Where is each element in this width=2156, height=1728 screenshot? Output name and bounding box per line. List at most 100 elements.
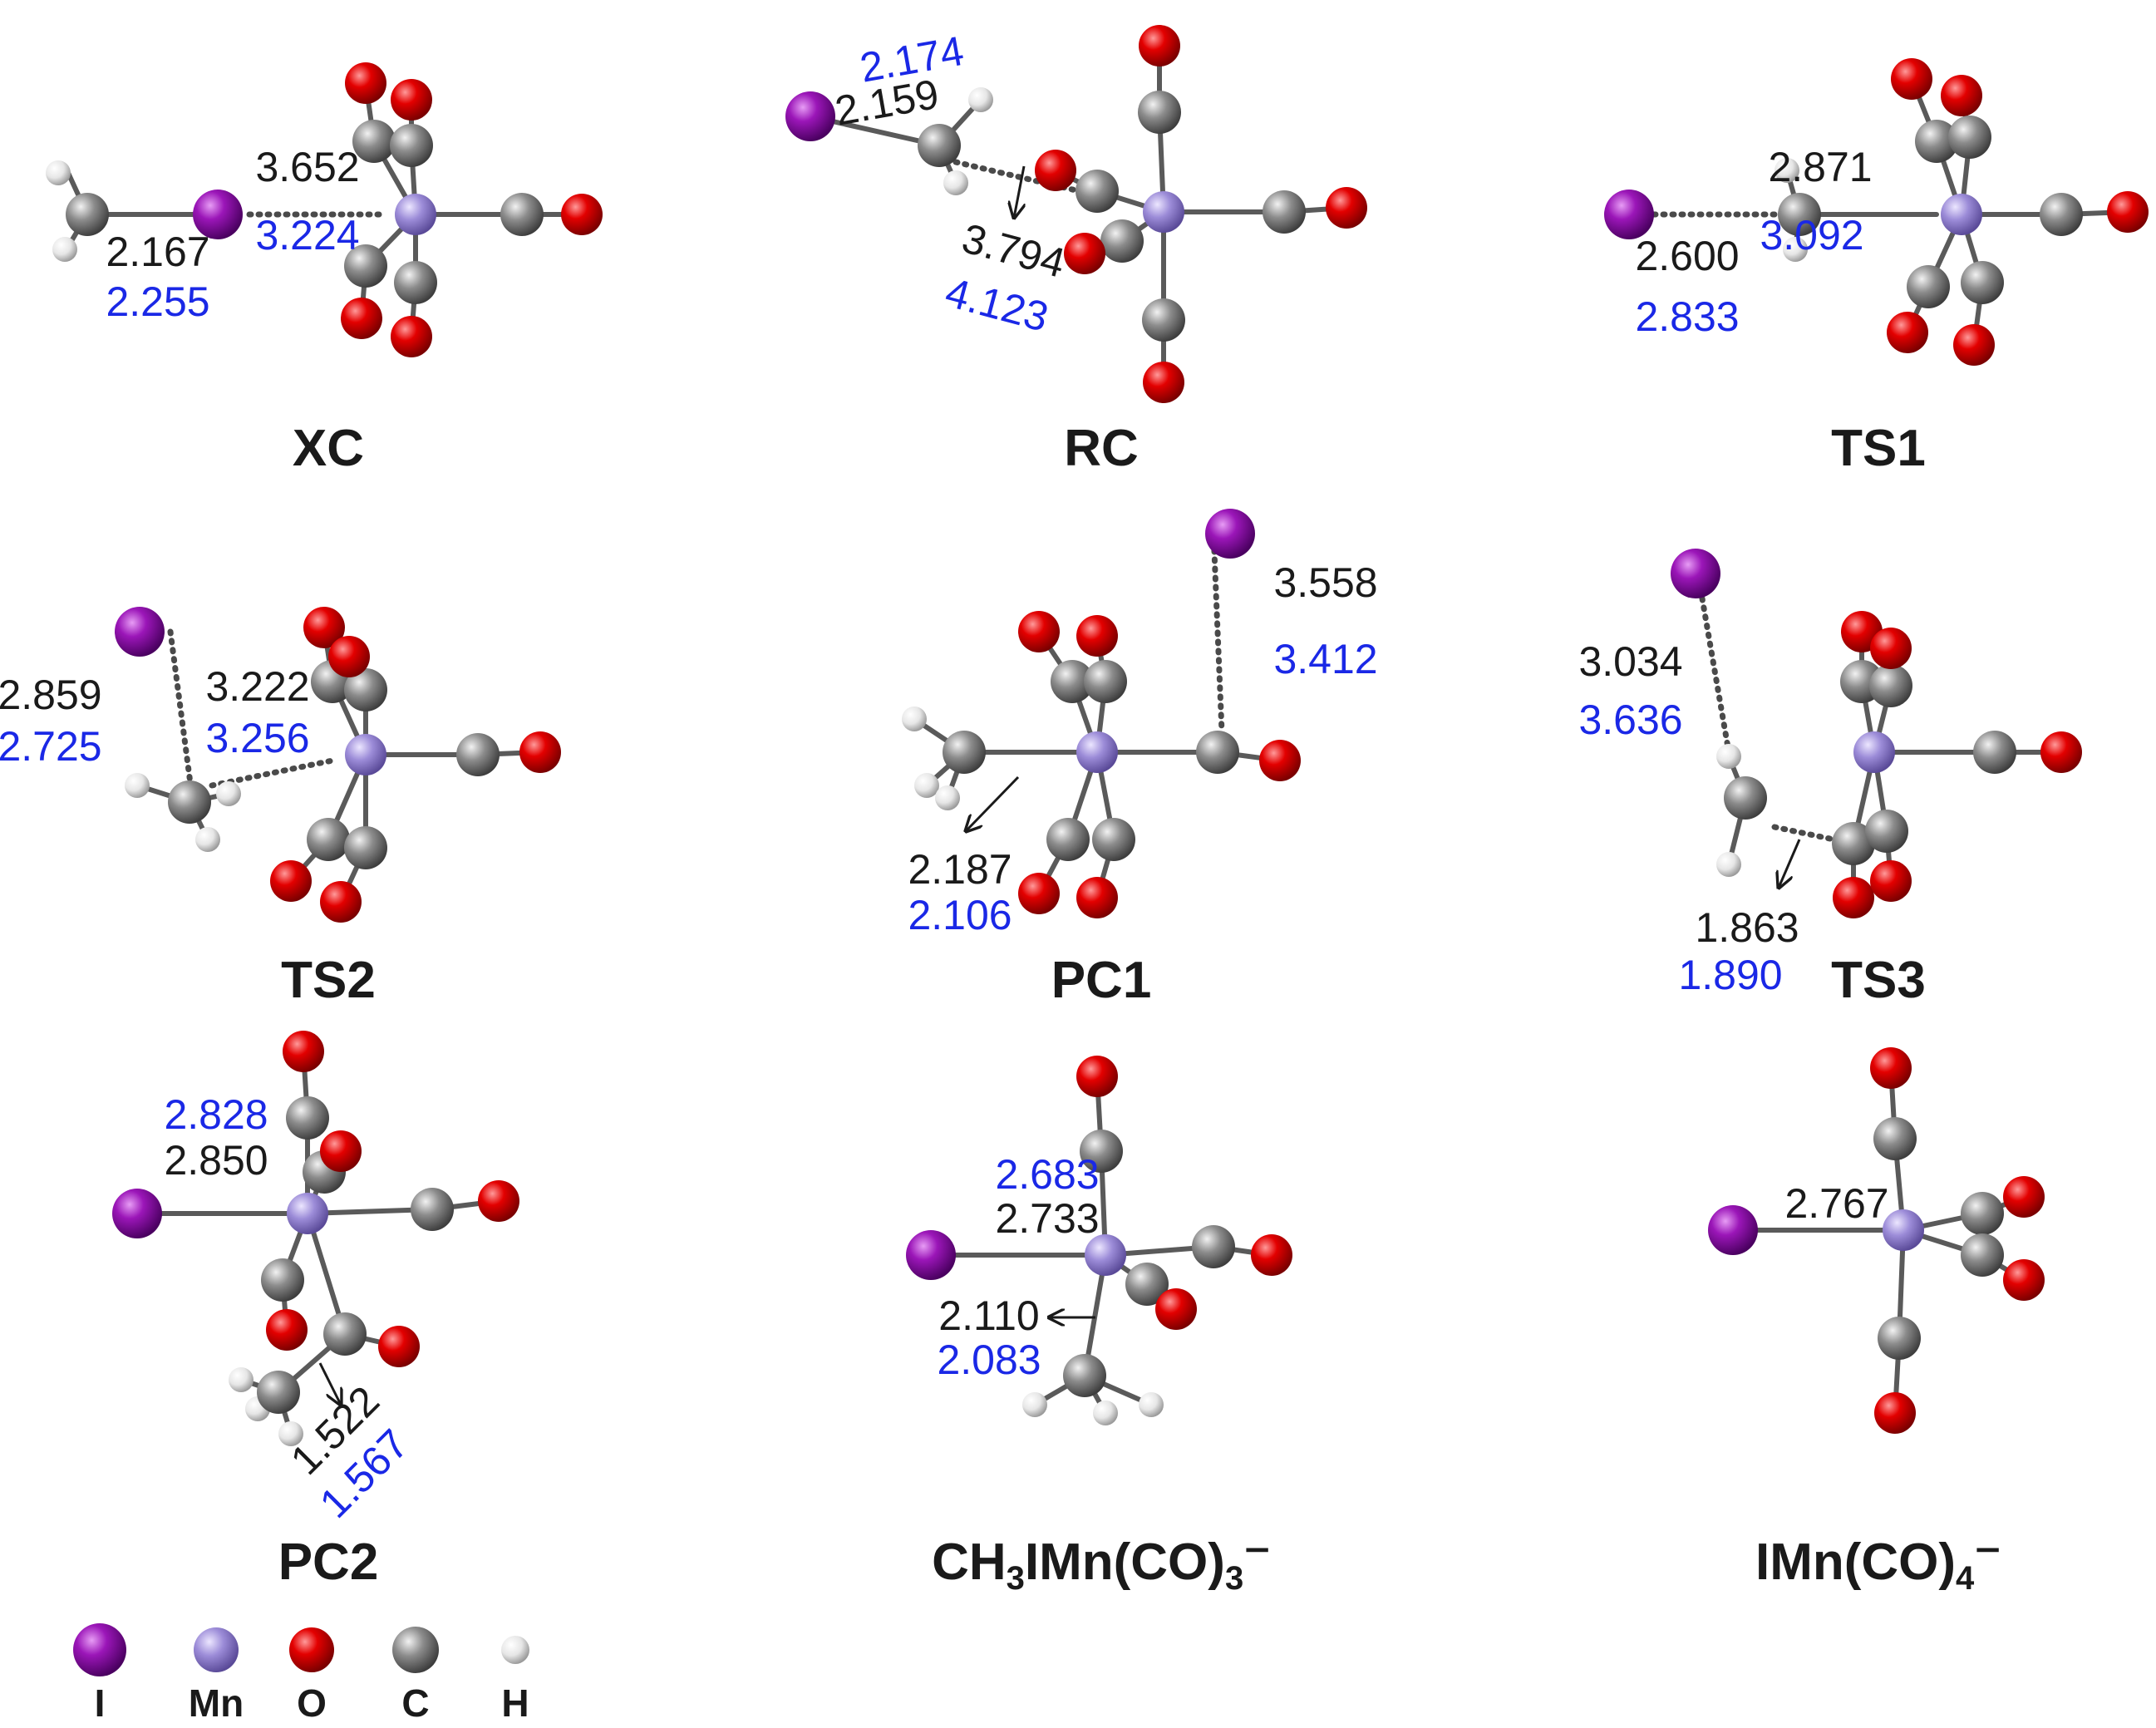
manganese-atom <box>1085 1234 1126 1276</box>
hydrogen-atom <box>1093 1401 1118 1425</box>
iodine-atom <box>1671 549 1720 598</box>
manganese-atom <box>1883 1209 1924 1251</box>
hydrogen-atom <box>278 1421 303 1446</box>
legend-swatch-h <box>501 1636 529 1664</box>
structure-title-imnco4: IMn(CO)4⁻ <box>1755 1530 2001 1597</box>
carbonyl-oxygen-atom <box>561 194 603 235</box>
carbonyl-carbon-atom <box>390 124 433 167</box>
hydrogen-atom <box>46 160 71 185</box>
legend-label-h: H <box>501 1681 529 1725</box>
carbonyl-carbon-atom <box>1142 298 1185 342</box>
structure-title-pc1: PC1 <box>1051 952 1152 1009</box>
carbonyl-carbon-atom <box>344 826 387 869</box>
carbonyl-oxygen-atom <box>378 1326 420 1367</box>
structure-title-ts1: TS1 <box>1831 420 1926 477</box>
carbonyl-carbon-atom <box>286 1096 329 1140</box>
distance-label-ts2-c-mn-b: 3.256 <box>205 715 309 761</box>
distance-label-pc1-i-c-b: 3.412 <box>1273 636 1377 682</box>
carbonyl-oxygen-atom <box>266 1309 308 1351</box>
carbonyl-carbon-atom <box>411 1188 454 1231</box>
carbonyl-carbon-atom <box>1084 660 1127 703</box>
carbonyl-oxygen-atom <box>1076 877 1118 918</box>
manganese-atom <box>345 734 386 775</box>
carbonyl-oxygen-atom <box>1018 873 1060 914</box>
legend-swatch-mn <box>194 1627 239 1672</box>
carbonyl-oxygen-atom <box>1941 75 1982 116</box>
carbonyl-carbon-atom <box>394 261 437 304</box>
distance-label-pc1-c-mn: 2.187 <box>908 846 1012 893</box>
carbonyl-oxygen-atom <box>320 1130 362 1172</box>
carbonyl-oxygen-atom <box>270 860 312 902</box>
interaction-line <box>1210 529 1225 735</box>
atoms-layer <box>46 25 2149 1446</box>
carbonyl-carbon-atom <box>1080 1130 1123 1173</box>
distance-label-ts1-c-mn: 2.871 <box>1768 144 1872 190</box>
carbonyl-carbon-atom <box>1192 1225 1235 1268</box>
structure-title-ch3imn: CH3IMn(CO)3⁻ <box>932 1530 1271 1597</box>
distance-label-ch3-c-mn: 2.110 <box>938 1292 1039 1339</box>
interaction-line <box>952 159 1100 199</box>
legend-label-c: C <box>401 1681 429 1725</box>
carbonyl-oxygen-atom <box>1143 362 1184 403</box>
carbonyl-carbon-atom <box>1961 261 2004 304</box>
hydrogen-atom <box>1139 1392 1164 1417</box>
manganese-atom <box>395 194 436 235</box>
hydrogen-atom <box>216 781 241 806</box>
interaction-line <box>209 757 336 789</box>
legend-swatch-c <box>392 1627 439 1673</box>
carbon-atom <box>1778 193 1821 236</box>
iodine-atom <box>906 1230 956 1280</box>
carbon-atom <box>1724 776 1767 820</box>
carbonyl-oxygen-atom <box>1076 615 1118 657</box>
interaction-line <box>1699 595 1732 756</box>
iodine-atom <box>115 607 165 657</box>
hydrogen-atom <box>1783 237 1808 262</box>
carbon-atom <box>918 124 961 167</box>
carbonyl-carbon-atom <box>1196 731 1239 774</box>
hydrogen-atom <box>914 773 939 798</box>
carbonyl-oxygen-atom <box>1833 877 1874 918</box>
distance-label-rc-c-i: 2.159 <box>832 71 943 135</box>
carbonyl-oxygen-atom <box>2107 191 2149 233</box>
distance-label-ts1-c-i: 2.600 <box>1635 233 1739 279</box>
manganese-atom <box>1076 731 1118 773</box>
distance-label-pc1-c-mn-b: 2.106 <box>908 892 1012 938</box>
carbon-atom <box>1063 1354 1106 1397</box>
carbonyl-oxygen-atom <box>328 636 370 677</box>
carbonyl-oxygen-atom <box>478 1180 519 1222</box>
hydrogen-atom <box>1775 158 1799 183</box>
carbonyl-carbon-atom <box>456 733 500 776</box>
iodine-atom <box>193 190 243 239</box>
carbonyl-oxygen-atom <box>1870 628 1912 669</box>
carbonyl-oxygen-atom <box>1887 312 1928 353</box>
structure-title-ts2: TS2 <box>281 952 376 1009</box>
carbonyl-carbon-atom <box>1051 660 1094 703</box>
carbonyl-carbon-atom <box>1046 818 1090 861</box>
carbonyl-oxygen-atom <box>1891 58 1932 100</box>
distance-label-ts3-i-h: 3.034 <box>1578 638 1682 685</box>
distance-label-imn-i-mn: 2.767 <box>1784 1180 1888 1227</box>
hydrogen-atom <box>968 87 993 112</box>
carbonyl-oxygen-atom <box>2003 1176 2045 1218</box>
carbon-atom <box>66 193 109 236</box>
carbonyl-oxygen-atom <box>2040 731 2082 773</box>
manganese-atom <box>1941 194 1982 235</box>
carbonyl-carbon-atom <box>500 193 544 236</box>
carbonyl-oxygen-atom <box>2003 1259 2045 1301</box>
interaction-line <box>167 628 194 793</box>
hydrogen-atom <box>1022 1392 1047 1417</box>
carbonyl-carbon-atom <box>1138 91 1181 134</box>
distance-label-pc1-i-c: 3.558 <box>1273 559 1377 606</box>
arrow <box>318 1362 341 1405</box>
manganese-atom <box>287 1193 328 1234</box>
structure-title-xc: XC <box>293 420 364 477</box>
distance-label-ts1-c-mn-b: 3.092 <box>1760 212 1863 258</box>
carbonyl-carbon-atom <box>1973 731 2016 774</box>
carbonyl-carbon-atom <box>1076 170 1119 213</box>
carbonyl-carbon-atom <box>1948 116 1991 159</box>
carbonyl-oxygen-atom <box>1870 1047 1912 1089</box>
carbonyl-oxygen-atom <box>1259 740 1301 781</box>
carbonyl-carbon-atom <box>1100 219 1144 263</box>
distance-label-ts2-c-i-b: 2.725 <box>0 723 102 770</box>
